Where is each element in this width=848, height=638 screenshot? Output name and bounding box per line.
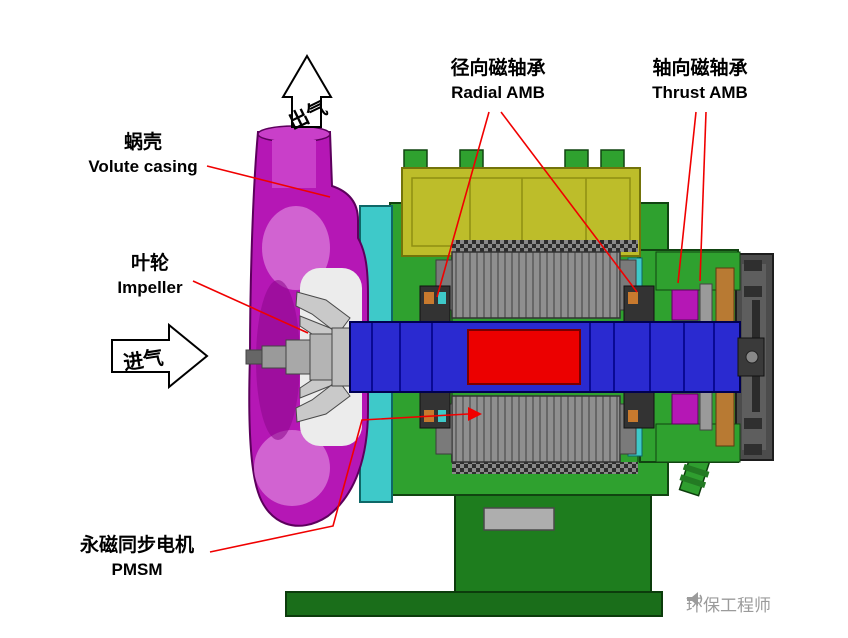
- radial-amb-label-en: Radial AMB: [451, 82, 545, 102]
- thrust-amb-label-en: Thrust AMB: [652, 82, 748, 102]
- radial-bearing-right-shape: [623, 285, 655, 429]
- radial-amb-label: 径向磁轴承 Radial AMB: [398, 56, 598, 104]
- thrust-amb-label: 轴向磁轴承 Thrust AMB: [610, 56, 790, 104]
- thrust-amb-label-cn: 轴向磁轴承: [652, 58, 748, 79]
- megaphone-icon: [687, 592, 703, 606]
- base-pedestal-shape: [285, 477, 663, 617]
- shaft-nose-shape: [245, 327, 355, 387]
- thrust-bearing-shape: [655, 251, 741, 463]
- radial-amb-label-cn: 径向磁轴承: [450, 58, 546, 79]
- thrust-leader-line-left: [677, 111, 697, 284]
- watermark: 环保工程师: [686, 591, 771, 616]
- pmsm-label-cn: 永磁同步电机: [79, 535, 194, 556]
- impeller-label: 叶轮 Impeller: [50, 251, 250, 299]
- pmsm-leader-line: [209, 413, 469, 553]
- thrust-leader-line-right: [699, 111, 707, 282]
- air-in-label: 进气: [121, 346, 165, 375]
- impeller-label-cn: 叶轮: [130, 253, 169, 274]
- stator-bottom-shape: [451, 395, 621, 463]
- air-out-arrow: [281, 54, 333, 128]
- pmsm-label-en: PMSM: [111, 559, 163, 579]
- radial-leader-line-right: [500, 111, 638, 293]
- impeller-label-en: Impeller: [117, 277, 183, 297]
- volute-label: 蜗壳 Volute casing: [43, 130, 243, 178]
- magnet-shape: [467, 329, 581, 385]
- watermark-text: 环保工程师: [686, 596, 771, 615]
- stator-top-shape: [451, 251, 621, 319]
- nameplate-shape: [483, 507, 555, 531]
- volute-label-cn: 蜗壳: [123, 132, 162, 153]
- volute-label-en: Volute casing: [88, 156, 198, 176]
- leader-lines: [192, 111, 707, 553]
- stator-shape: [435, 240, 638, 474]
- rotor-shaft-shape: [349, 321, 765, 393]
- pmsm-leader-arrowhead: [468, 407, 482, 421]
- volute-leader-line: [206, 165, 331, 198]
- pmsm-label: 永磁同步电机 PMSM: [37, 533, 237, 581]
- air-in-arrow: [111, 322, 209, 390]
- radial-leader-line-left: [436, 111, 490, 298]
- impeller-leader-line: [192, 280, 309, 334]
